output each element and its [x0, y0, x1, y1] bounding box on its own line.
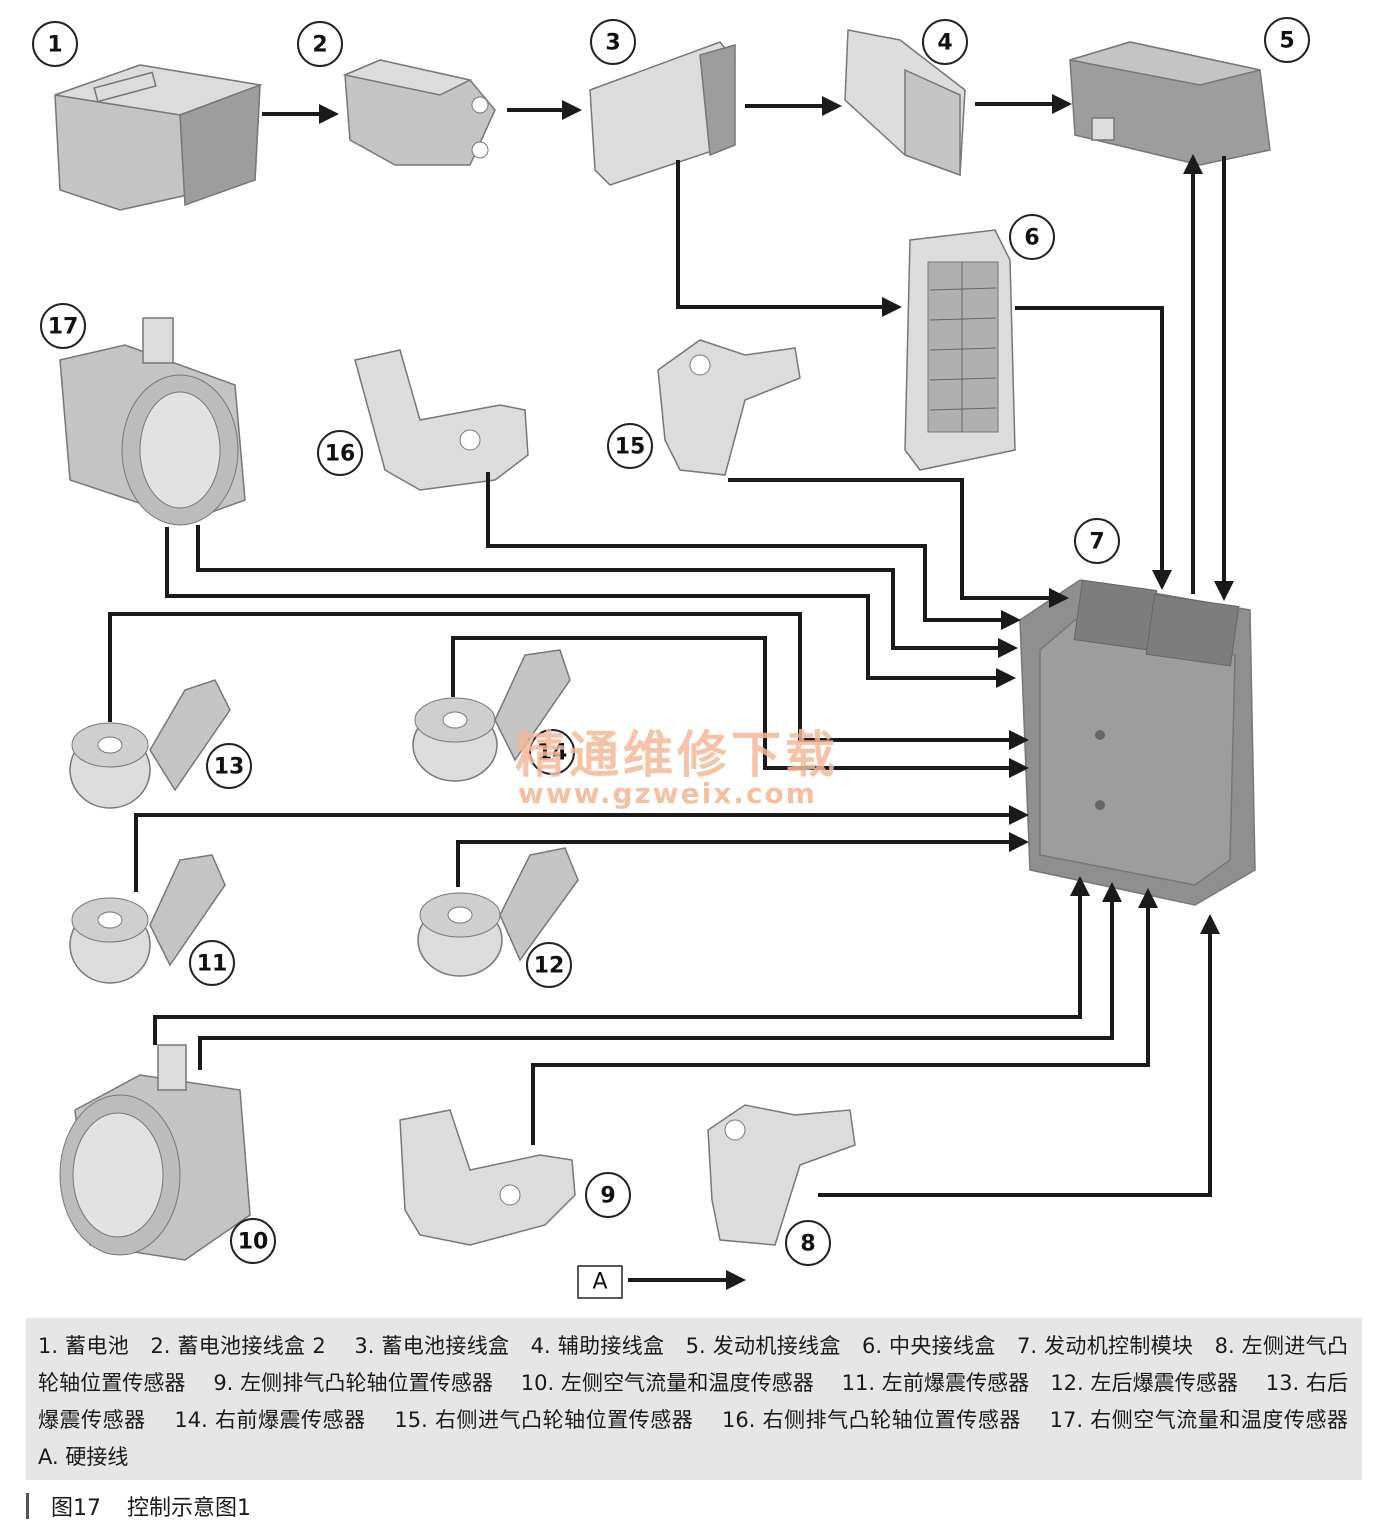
- svg-text:16: 16: [325, 442, 356, 467]
- left-front-knock-sensor-part: [69, 854, 226, 984]
- callout-14: 14: [529, 729, 575, 775]
- svg-text:13: 13: [214, 755, 245, 780]
- caption-bar: [26, 1493, 29, 1519]
- left-airflow-sensor-part: [59, 1044, 251, 1261]
- svg-text:3: 3: [605, 31, 620, 56]
- svg-text:11: 11: [197, 952, 228, 977]
- auxiliary-junction-box-part: [844, 29, 966, 177]
- callout-10: 10: [230, 1218, 276, 1264]
- svg-text:www.gzweix.com: www.gzweix.com: [518, 777, 817, 810]
- callout-1: 1: [32, 21, 78, 67]
- left-exhaust-cam-sensor-part: [399, 1109, 576, 1246]
- control-diagram: A 1 2 3 4 5 6 7 8 9 10 11 12 13 14 15 16…: [32, 17, 1310, 1299]
- watermark: 精通维修下载 www.gzweix.com: [515, 725, 839, 810]
- battery-junction-box-2-part: [342, 59, 496, 166]
- callout-2: 2: [297, 21, 343, 67]
- callout-7: 7: [1074, 518, 1120, 564]
- central-junction-box-part: [904, 229, 1016, 471]
- svg-text:6: 6: [1024, 226, 1039, 251]
- right-airflow-sensor-part: [59, 317, 246, 526]
- callout-16: 16: [317, 430, 363, 476]
- callout-9: 9: [585, 1172, 631, 1218]
- figure-number: 图17: [51, 1496, 101, 1521]
- svg-text:4: 4: [937, 31, 952, 56]
- callout-12: 12: [526, 942, 572, 988]
- hardwire-key: A: [577, 1265, 623, 1299]
- left-intake-cam-sensor-part: [707, 1104, 856, 1246]
- svg-text:14: 14: [537, 741, 568, 766]
- callout-13: 13: [206, 743, 252, 789]
- callout-5: 5: [1264, 17, 1310, 63]
- svg-text:17: 17: [48, 315, 79, 340]
- legend-text: 1. 蓄电池 2. 蓄电池接线盒 2 3. 蓄电池接线盒 4. 辅助接线盒 5.…: [26, 1318, 1362, 1480]
- right-exhaust-cam-sensor-part: [354, 349, 529, 491]
- engine-control-module-part: [1019, 579, 1256, 906]
- svg-text:精通维修下载: 精通维修下载: [515, 725, 839, 784]
- right-front-knock-sensor-part: [412, 649, 571, 782]
- figure-caption: 图17 控制示意图1: [26, 1488, 251, 1524]
- svg-text:1: 1: [47, 33, 62, 58]
- svg-text:15: 15: [615, 435, 646, 460]
- callout-15: 15: [607, 423, 653, 469]
- callout-3: 3: [590, 19, 636, 65]
- right-intake-cam-sensor-part: [657, 339, 801, 476]
- left-rear-knock-sensor-part: [417, 847, 579, 977]
- svg-text:12: 12: [534, 954, 565, 979]
- battery-junction-box-part: [589, 41, 736, 186]
- callout-8: 8: [785, 1220, 831, 1266]
- wiring: [108, 94, 1234, 1290]
- right-rear-knock-sensor-part: [69, 679, 231, 809]
- svg-text:2: 2: [312, 33, 327, 58]
- svg-text:9: 9: [600, 1184, 615, 1209]
- callout-4: 4: [922, 19, 968, 65]
- svg-text:8: 8: [800, 1232, 815, 1257]
- battery-part: [54, 64, 263, 211]
- figure-title: 控制示意图1: [127, 1496, 251, 1521]
- callout-17: 17: [40, 303, 86, 349]
- svg-text:A: A: [592, 1270, 607, 1295]
- callout-11: 11: [189, 940, 235, 986]
- svg-text:7: 7: [1089, 530, 1104, 555]
- svg-text:10: 10: [238, 1230, 269, 1255]
- svg-text:5: 5: [1279, 29, 1294, 54]
- callout-6: 6: [1009, 214, 1055, 260]
- engine-junction-box-part: [1069, 41, 1271, 166]
